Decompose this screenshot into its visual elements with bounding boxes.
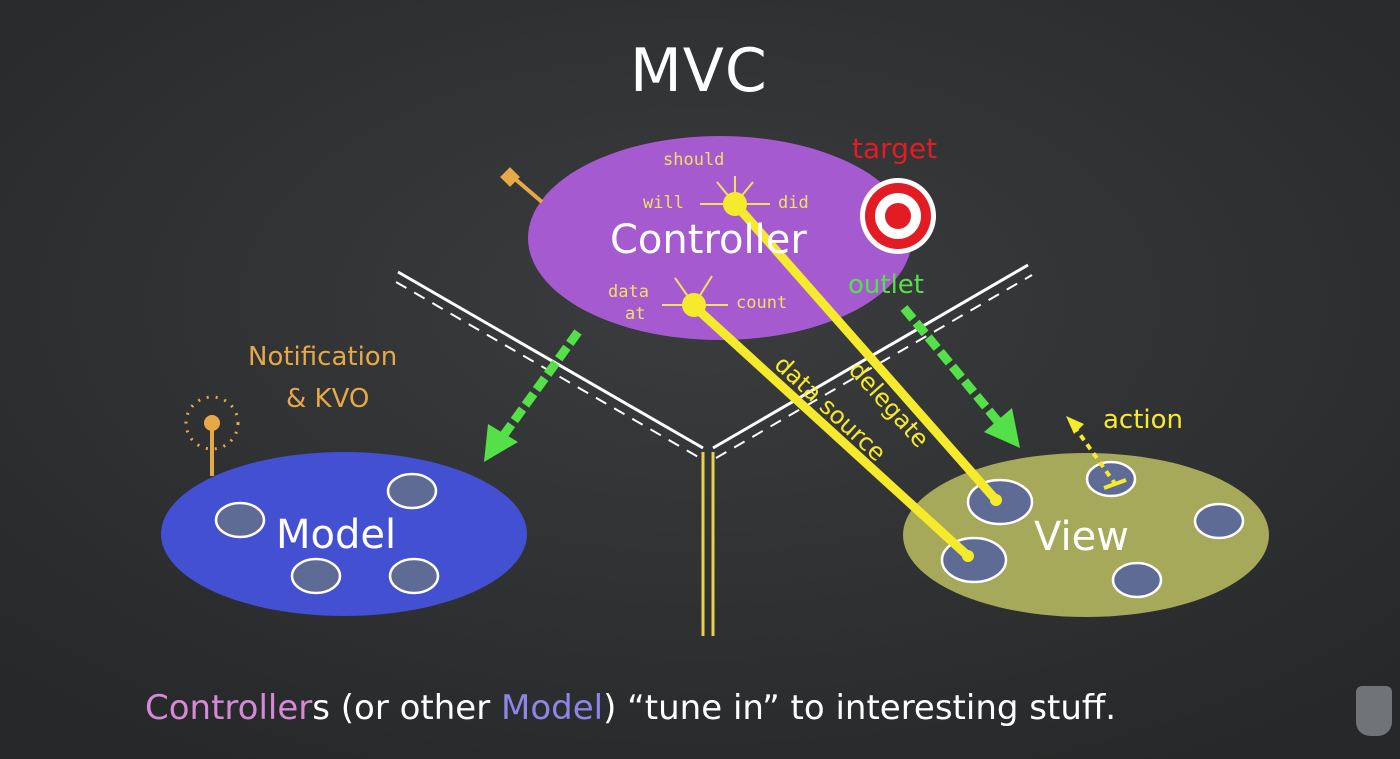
data-label: data <box>608 282 649 302</box>
controller-to-model-arrow <box>484 329 582 462</box>
outlet-label: outlet <box>848 270 924 300</box>
view-bubble <box>1193 502 1245 540</box>
lane-divider-center <box>701 452 715 636</box>
model-bubble <box>388 557 440 595</box>
should-label: should <box>663 150 725 170</box>
notification-label: Notification <box>248 342 398 372</box>
model-bubble <box>290 557 342 595</box>
view-bubble <box>1111 561 1163 599</box>
caption-text-1: s (or other <box>312 688 502 728</box>
did-label: did <box>778 193 809 213</box>
delegate-line <box>732 201 1001 505</box>
at-label: at <box>625 304 646 324</box>
model-bubble <box>214 501 266 539</box>
count-label: count <box>736 293 788 313</box>
model-label: Model <box>276 512 397 558</box>
action-label: action <box>1103 405 1184 435</box>
view-label: View <box>1034 514 1129 560</box>
controller-label: Controller <box>610 217 807 263</box>
slide-caption: Controllers (or other Model) “tune in” t… <box>145 688 1116 728</box>
view-bubble <box>1085 460 1137 498</box>
university-seal-icon <box>1356 686 1392 736</box>
caption-controller: Controller <box>145 688 313 728</box>
target-label: target <box>852 132 938 165</box>
data-source-line <box>691 303 973 561</box>
target-icon <box>860 178 936 254</box>
caption-model: Model <box>501 688 604 728</box>
slide-title: MVC <box>630 36 768 106</box>
will-label: will <box>643 193 684 213</box>
outlet-arrow <box>900 305 1020 448</box>
action-arrow <box>1066 416 1127 490</box>
caption-text-2: ) “tune in” to interesting stuff. <box>603 688 1117 728</box>
kvo-label: & KVO <box>286 384 370 414</box>
model-bubble <box>386 472 438 510</box>
broadcast-antenna-icon <box>184 395 240 476</box>
